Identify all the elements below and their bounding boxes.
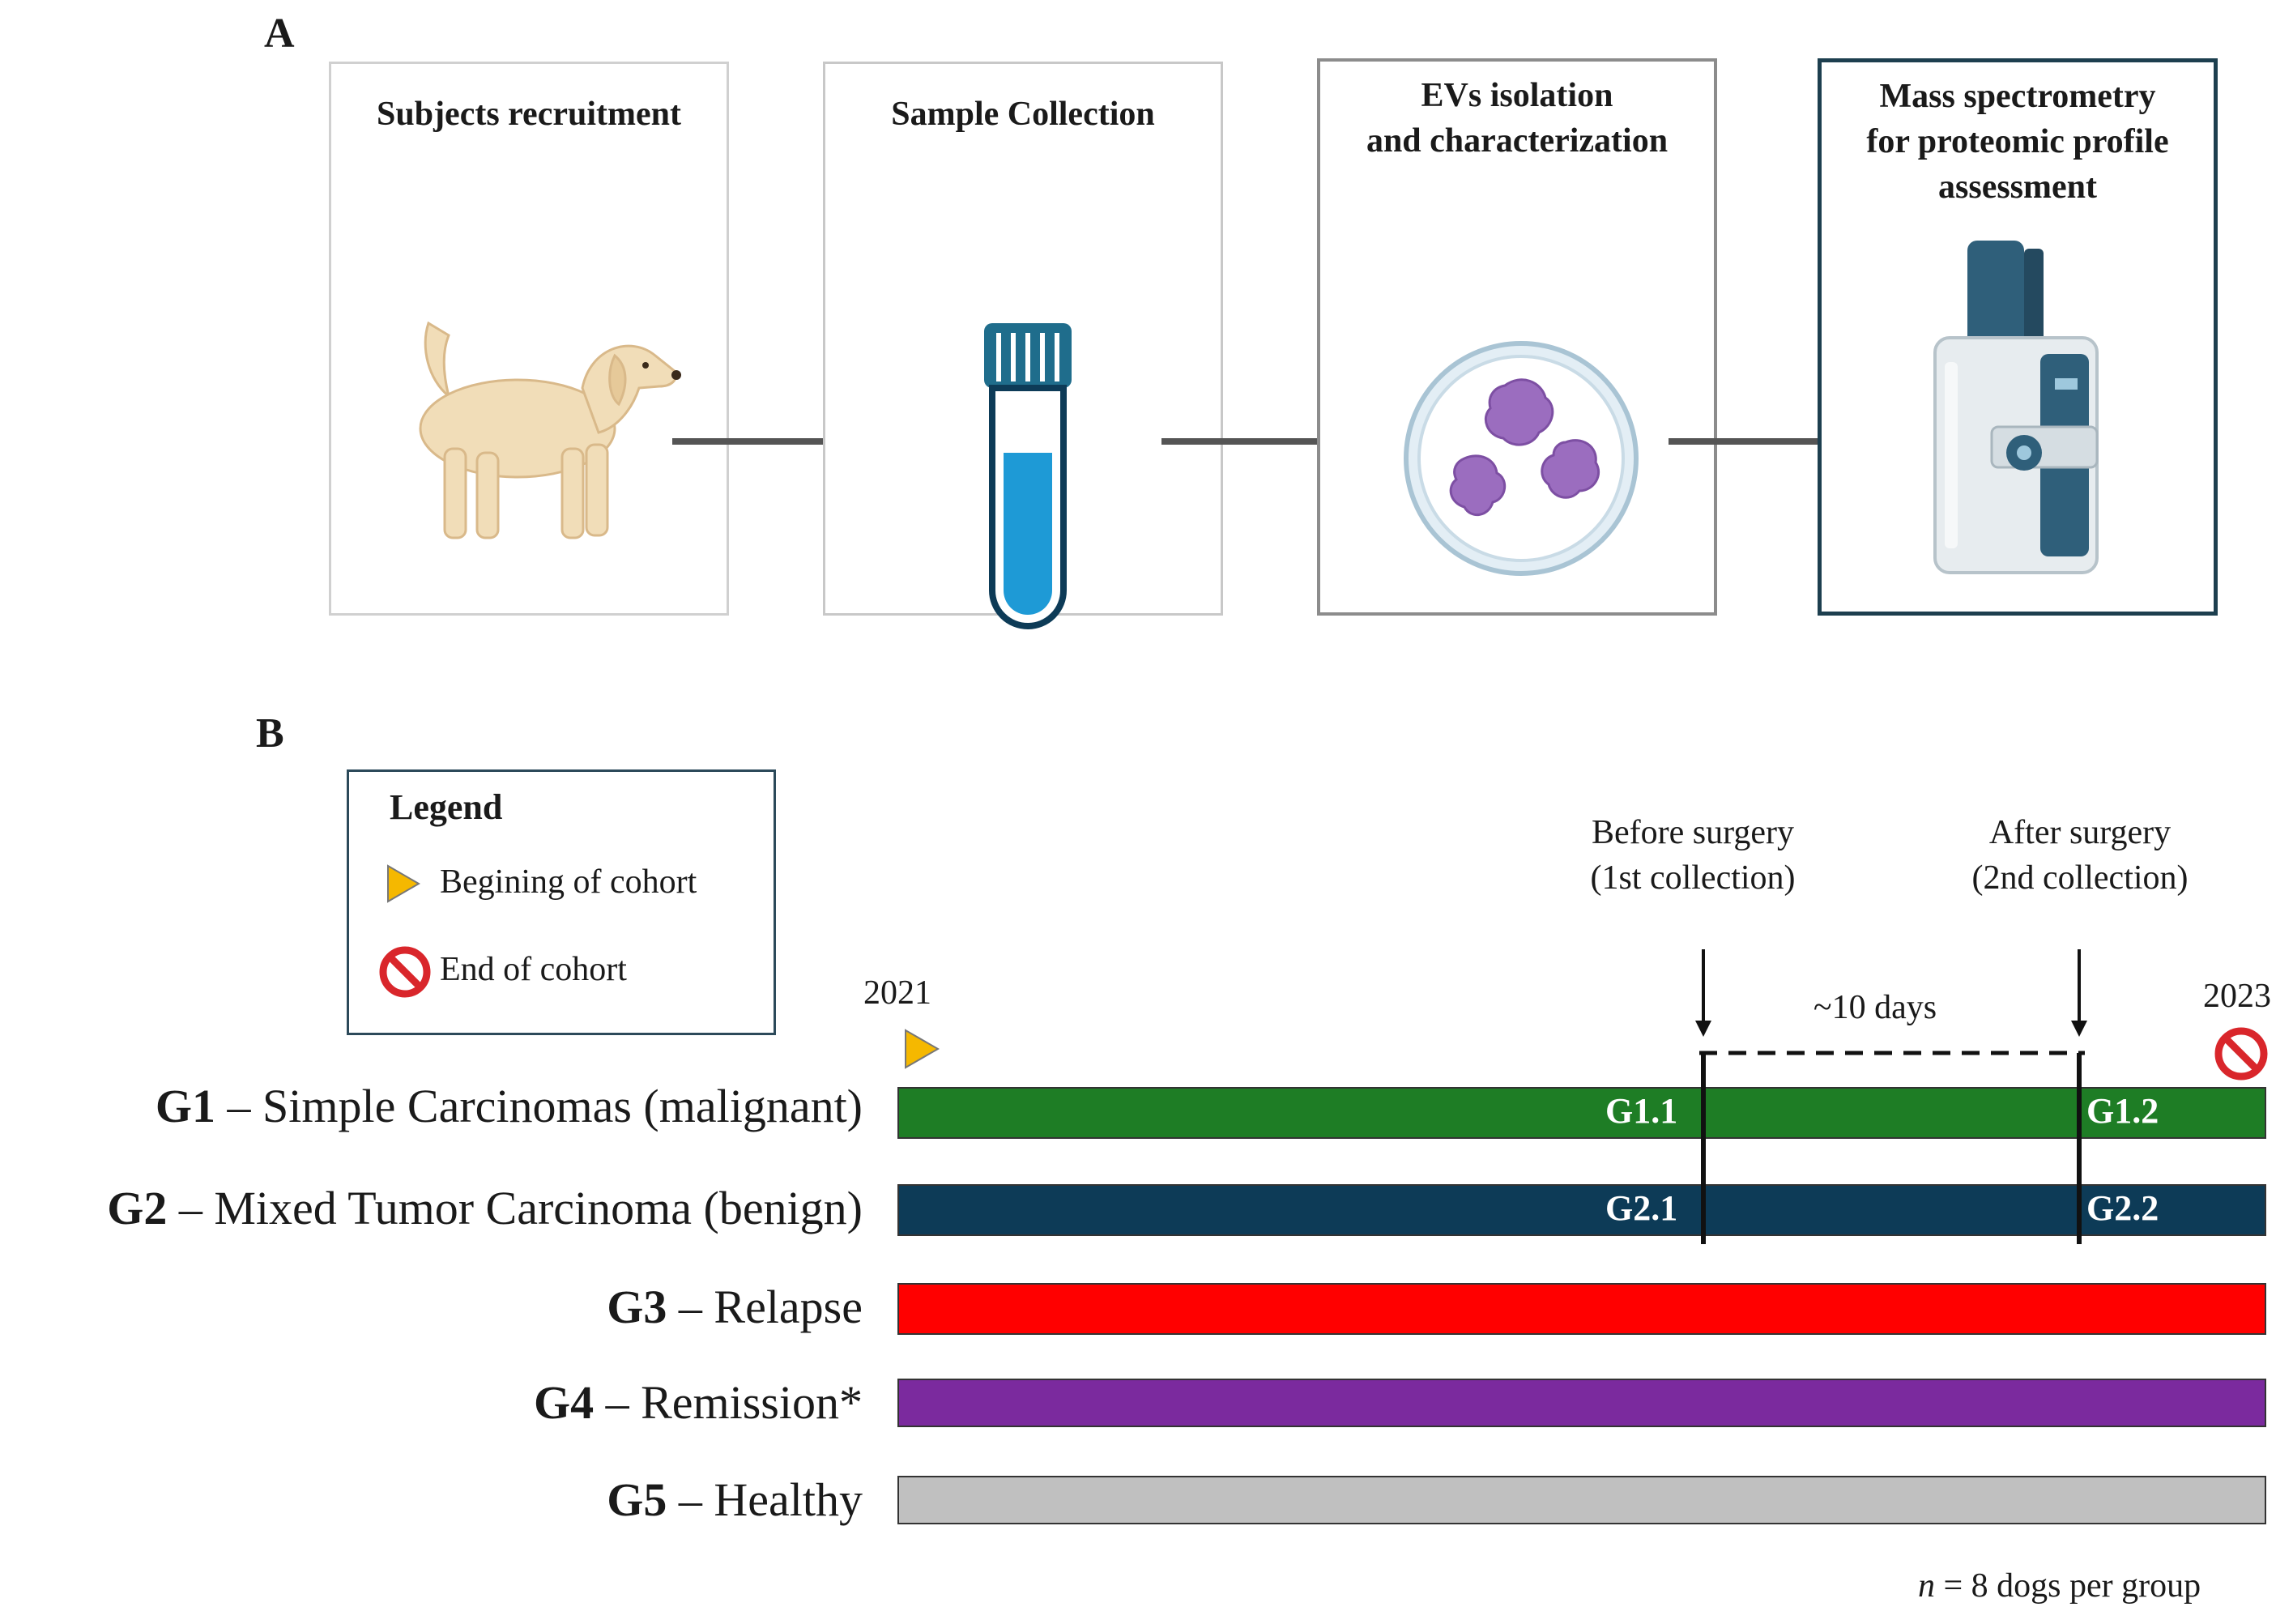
- group-desc: – Healthy: [667, 1473, 863, 1526]
- step-mass-spectrometry: Mass spectrometry for proteomic profile …: [1818, 58, 2218, 616]
- end-marker-icon: [2214, 1027, 2268, 1081]
- collection-line-2: [2077, 1053, 2082, 1244]
- footnote-n: n: [1918, 1567, 1935, 1605]
- start-year: 2021: [863, 974, 931, 1012]
- group-desc: – Simple Carcinomas (malignant): [215, 1080, 863, 1132]
- after-surgery-label: After surgery (2nd collection): [1971, 814, 2189, 897]
- group-label-g3: G3 – Relapse: [607, 1280, 863, 1334]
- collection-line-1: [1701, 1053, 1706, 1244]
- after-surgery-arrow: [2071, 949, 2087, 1037]
- panel-a-letter: A: [264, 11, 295, 57]
- legend: Legend Begining of cohort End of cohort: [347, 769, 776, 1035]
- group-code: G2: [107, 1182, 168, 1234]
- end-year: 2023: [2203, 978, 2271, 1015]
- interval-label: ~10 days: [1813, 989, 1937, 1026]
- group-label-g4: G4 – Remission*: [534, 1375, 863, 1430]
- footnote-rest: = 8 dogs per group: [1935, 1567, 2201, 1605]
- step-title: EVs isolation and characterization: [1366, 77, 1669, 160]
- before-surgery-arrow: [1695, 949, 1711, 1037]
- sub-label-g2-2: G2.2: [2086, 1188, 2159, 1228]
- prohibited-icon: [379, 946, 431, 998]
- group-code: G4: [533, 1376, 595, 1429]
- group-bar-g1: [897, 1087, 2266, 1139]
- sub-label-g2-1: G2.1: [1605, 1188, 1678, 1228]
- group-bar-g3: [897, 1283, 2266, 1335]
- group-label-g5: G5 – Healthy: [607, 1473, 863, 1527]
- start-marker-icon: [905, 1029, 940, 1069]
- before-surgery-label: Before surgery (1st collection): [1590, 814, 1796, 897]
- interval-bracket: [1699, 1051, 2085, 1055]
- panel-b-letter: B: [256, 710, 284, 757]
- group-bar-g4: [897, 1379, 2266, 1427]
- footnote: n = 8 dogs per group: [1918, 1566, 2201, 1605]
- legend-title: Legend: [390, 787, 503, 827]
- dog-icon: [419, 321, 681, 539]
- group-label-g2: G2 – Mixed Tumor Carcinoma (benign): [107, 1181, 863, 1235]
- group-code: G5: [607, 1473, 667, 1526]
- legend-begin-label: Begining of cohort: [440, 863, 697, 901]
- play-triangle-icon: [387, 864, 420, 903]
- sub-label-g1-2: G1.2: [2086, 1091, 2159, 1131]
- step-evs-isolation: EVs isolation and characterization: [1317, 58, 1717, 616]
- sub-label-g1-1: G1.1: [1605, 1091, 1678, 1131]
- legend-end-label: End of cohort: [440, 951, 627, 988]
- step-subjects-recruitment: Subjects recruitment: [329, 62, 729, 616]
- group-code: G1: [155, 1080, 216, 1132]
- group-desc: – Remission*: [594, 1376, 863, 1429]
- group-code: G3: [607, 1281, 667, 1333]
- step-title: Mass spectrometry for proteomic profile …: [1866, 78, 2169, 206]
- mass-spectrometer-icon: [1933, 241, 2099, 574]
- test-tube-icon: [984, 323, 1072, 629]
- group-desc: – Mixed Tumor Carcinoma (benign): [167, 1182, 863, 1234]
- group-bar-g5: [897, 1476, 2266, 1524]
- group-bar-g2: [897, 1184, 2266, 1236]
- group-desc: – Relapse: [667, 1281, 863, 1333]
- group-label-g1: G1 – Simple Carcinomas (malignant): [156, 1079, 863, 1133]
- petri-dish-icon: [1404, 341, 1639, 576]
- step-title: Subjects recruitment: [377, 96, 681, 133]
- step-sample-collection: Sample Collection: [823, 62, 1223, 629]
- step-title: Sample Collection: [891, 96, 1155, 133]
